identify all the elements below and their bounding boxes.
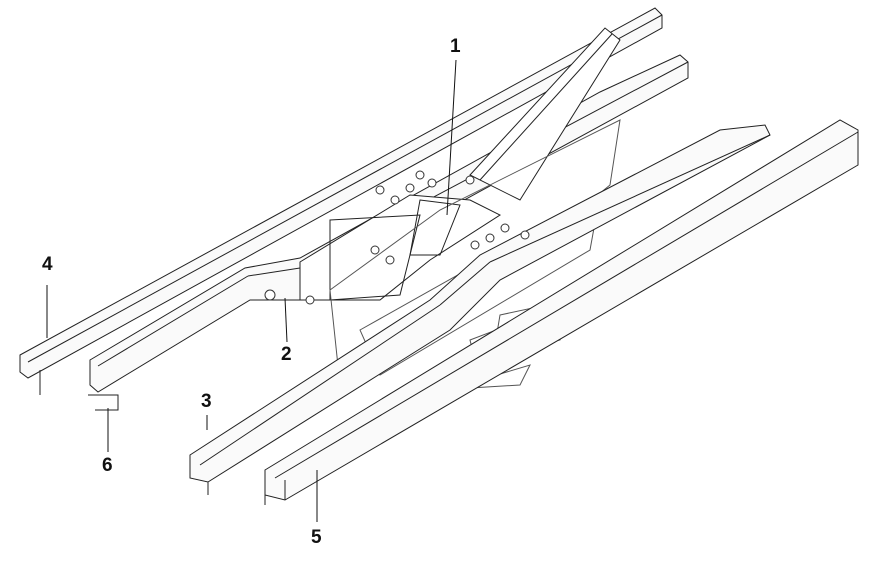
cross-member — [299, 119, 621, 389]
leader-2 — [284, 297, 288, 343]
callout-2: 2 — [281, 344, 292, 365]
leader-lines — [46, 59, 457, 522]
right-outer-rail — [264, 119, 859, 505]
leader-1 — [446, 59, 457, 216]
callout-1: 1 — [450, 36, 461, 57]
upper-brace — [469, 27, 621, 201]
callout-4: 4 — [42, 254, 53, 275]
right-inner-rail — [189, 124, 771, 495]
callout-3: 3 — [201, 391, 212, 412]
callout-6: 6 — [102, 455, 113, 476]
callout-5: 5 — [311, 527, 322, 548]
left-outer-rail — [19, 7, 663, 395]
bolt-holes — [264, 170, 530, 305]
